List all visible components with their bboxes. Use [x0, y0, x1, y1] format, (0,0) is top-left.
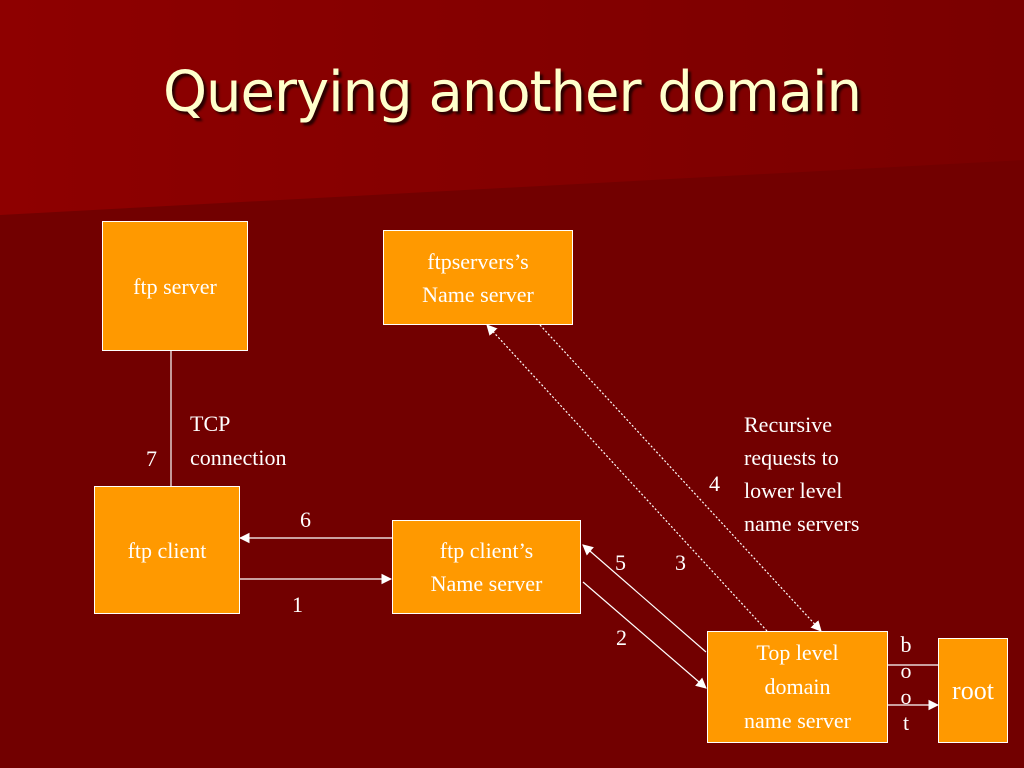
step-1-label: 1	[292, 592, 303, 617]
step-2-label: 2	[616, 625, 627, 650]
step-3-label: 3	[675, 550, 686, 575]
ftpservers-name-server-box: ftpservers’s Name server	[383, 230, 573, 325]
arrow-3-dotted	[539, 324, 822, 632]
step-5-label: 5	[615, 550, 626, 575]
tld-line1: Top level	[756, 639, 839, 665]
ftpservers-ns-line1: ftpservers’s	[427, 248, 529, 274]
client-ns-line1: ftp client’s	[439, 538, 534, 563]
slide-title: Querying another domain	[162, 60, 862, 125]
step-7-label: 7	[146, 446, 157, 471]
top-level-domain-server-box: Top level domain name server	[707, 631, 888, 743]
recursive-line2: requests to	[744, 445, 839, 470]
ftp-server-box: ftp server	[102, 221, 248, 351]
arrow-4-dotted	[486, 324, 768, 632]
recursive-requests-label: Recursive requests to lower level name s…	[744, 408, 859, 540]
recursive-line3: lower level	[744, 478, 843, 503]
tcp-line2: connection	[190, 445, 287, 471]
arrow-5	[582, 544, 707, 653]
arrow-2	[582, 581, 707, 689]
boot-o2: o	[900, 684, 912, 709]
boot-o1: o	[900, 658, 912, 683]
step-4-label: 4	[709, 471, 720, 496]
recursive-line1: Recursive	[744, 412, 832, 437]
client-ns-line2: Name server	[430, 571, 543, 596]
tcp-line1: TCP	[190, 411, 231, 436]
boot-label: b o o t	[897, 632, 915, 736]
recursive-line4: name servers	[744, 511, 860, 536]
boot-t: t	[902, 710, 910, 735]
root-label: root	[952, 676, 994, 705]
ftpservers-ns-line2: Name server	[422, 281, 534, 307]
ftp-server-label: ftp server	[133, 273, 217, 299]
tld-line3: name server	[744, 708, 851, 734]
client-name-server-box: ftp client’s Name server	[392, 520, 581, 614]
boot-b: b	[900, 632, 912, 657]
root-server-box: root	[938, 638, 1008, 743]
tcp-connection-label: TCP connection	[190, 407, 287, 475]
ftp-client-box: ftp client	[94, 486, 240, 614]
ftp-client-label: ftp client	[127, 537, 207, 563]
tld-line2: domain	[764, 673, 831, 699]
step-6-label: 6	[300, 507, 311, 532]
